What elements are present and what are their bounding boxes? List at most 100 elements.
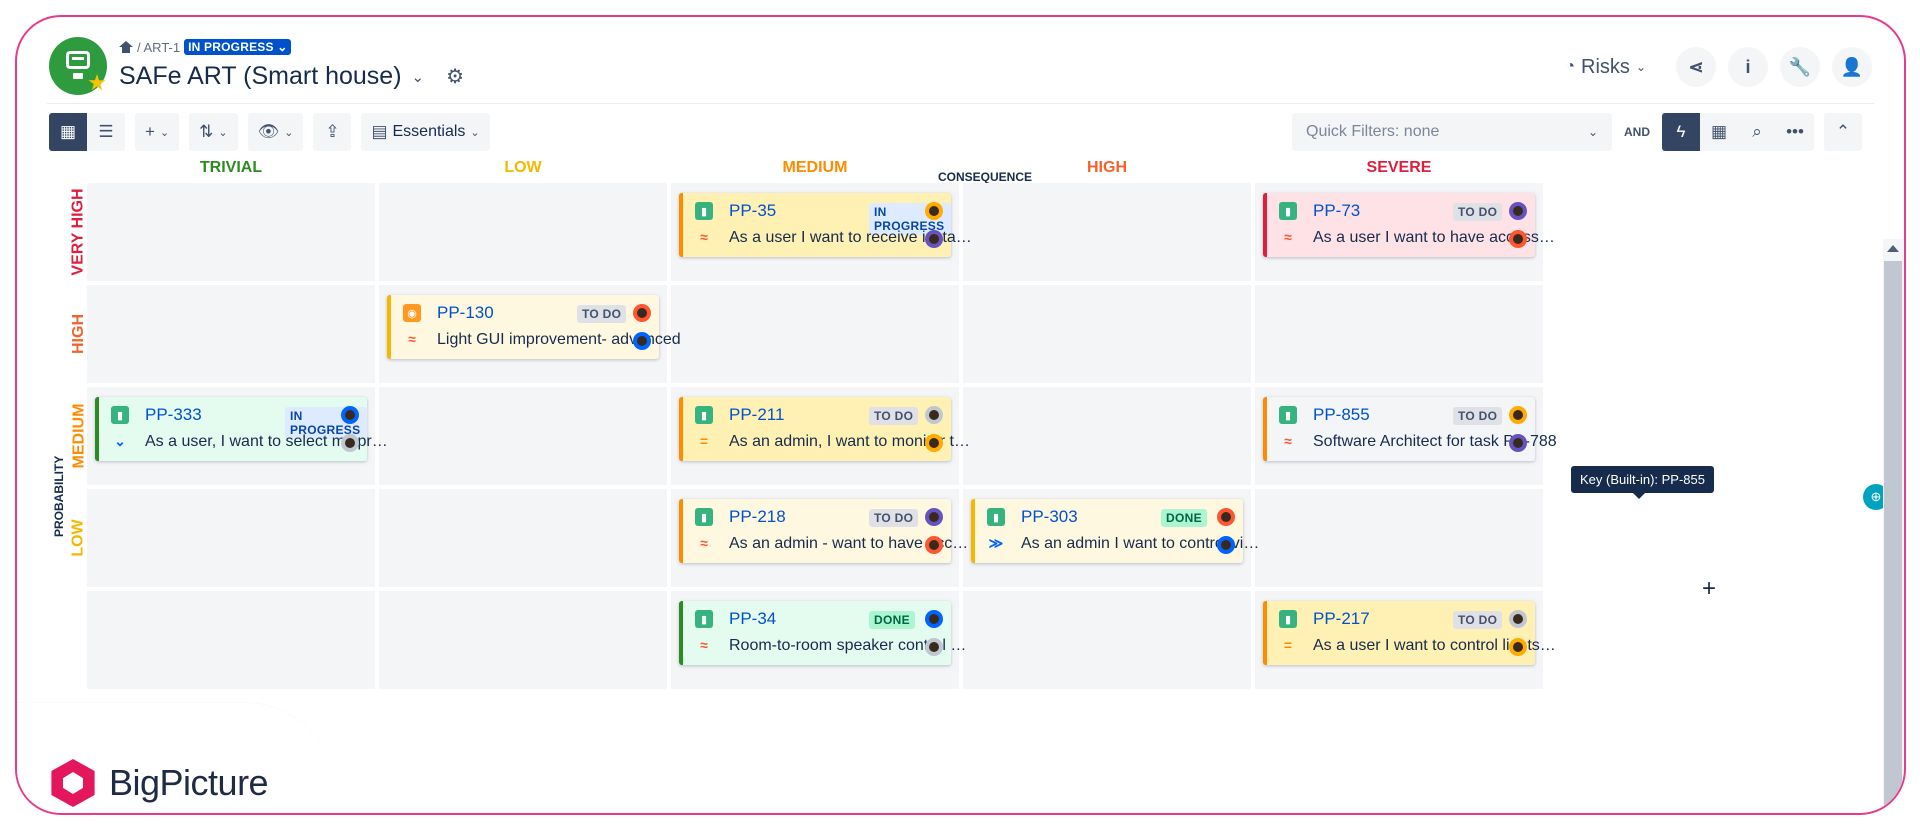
issue-key[interactable]: PP-333 bbox=[145, 405, 202, 424]
issue-key[interactable]: PP-303 bbox=[1021, 507, 1078, 526]
priority-high-icon: ≈ bbox=[408, 331, 416, 347]
avatar[interactable] bbox=[1509, 202, 1527, 220]
avatar[interactable] bbox=[1217, 536, 1235, 554]
issue-key[interactable]: PP-211 bbox=[729, 405, 785, 424]
matrix-cell[interactable] bbox=[379, 387, 667, 485]
matrix-cell[interactable] bbox=[963, 591, 1251, 689]
avatar[interactable] bbox=[925, 230, 943, 248]
issue-key[interactable]: PP-34 bbox=[729, 609, 777, 628]
issue-key[interactable]: PP-855 bbox=[1313, 405, 1370, 424]
avatar[interactable] bbox=[633, 332, 651, 350]
user-button[interactable]: 👤 bbox=[1832, 47, 1872, 87]
avatar[interactable] bbox=[1509, 406, 1527, 424]
matrix-cell[interactable] bbox=[1255, 489, 1543, 587]
avatar[interactable] bbox=[925, 610, 943, 628]
breadcrumb: / ART-1 IN PROGRESS ⌄ bbox=[119, 39, 292, 55]
story-icon: ▮ bbox=[695, 610, 713, 628]
info-button[interactable]: i bbox=[1728, 47, 1768, 87]
matrix-cell[interactable] bbox=[87, 285, 375, 383]
avatar[interactable] bbox=[1509, 638, 1527, 656]
issue-key[interactable]: PP-73 bbox=[1313, 201, 1361, 220]
avatar[interactable] bbox=[925, 406, 943, 424]
matrix-cell[interactable] bbox=[87, 489, 375, 587]
avatar[interactable] bbox=[341, 406, 359, 424]
matrix-cell[interactable] bbox=[671, 285, 959, 383]
avatar[interactable] bbox=[925, 508, 943, 526]
story-icon: ▮ bbox=[695, 202, 713, 220]
list-view-button[interactable]: ☰ bbox=[87, 113, 125, 151]
add-button[interactable]: +⌄ bbox=[135, 113, 180, 151]
avatar[interactable] bbox=[925, 536, 943, 554]
export-button[interactable]: ⇪ bbox=[313, 113, 352, 151]
more-button[interactable]: ••• bbox=[1776, 113, 1814, 151]
avatar[interactable] bbox=[925, 638, 943, 656]
collapse-button[interactable]: ⌃ bbox=[1824, 113, 1862, 151]
gear-icon[interactable]: ⚙ bbox=[446, 66, 465, 88]
matrix-cell[interactable] bbox=[963, 285, 1251, 383]
scroll-up-icon[interactable] bbox=[1887, 245, 1899, 252]
status-badge[interactable]: IN PROGRESS ⌄ bbox=[184, 39, 292, 55]
home-icon[interactable] bbox=[119, 41, 133, 53]
issue-key[interactable]: PP-130 bbox=[437, 303, 494, 322]
status-badge: TO DO bbox=[1453, 611, 1503, 629]
scroll-thumb[interactable] bbox=[1884, 261, 1902, 809]
vertical-scrollbar[interactable] bbox=[1883, 239, 1903, 813]
app-logo-icon: ★ bbox=[49, 37, 107, 95]
essentials-dropdown[interactable]: ▤ Essentials ⌄ bbox=[361, 113, 490, 151]
wrench-button[interactable]: 🔧 bbox=[1780, 47, 1820, 87]
priority-medium-icon: = bbox=[699, 433, 709, 449]
board-view-button[interactable]: ▦ bbox=[49, 113, 87, 151]
avatar[interactable] bbox=[633, 304, 651, 322]
avatar[interactable] bbox=[925, 434, 943, 452]
avatar[interactable] bbox=[1509, 610, 1527, 628]
matrix-cell[interactable] bbox=[379, 489, 667, 587]
visibility-button[interactable]: 👁⌄ bbox=[247, 113, 304, 151]
brand-name: BigPicture bbox=[109, 762, 269, 803]
chevron-down-icon: ⌄ bbox=[1635, 60, 1646, 74]
issue-key[interactable]: PP-217 bbox=[1313, 609, 1370, 628]
matrix-cell[interactable] bbox=[1255, 285, 1543, 383]
tooltip: Key (Built-in): PP-855 bbox=[1571, 466, 1714, 499]
add-card-icon[interactable]: + bbox=[1702, 575, 1717, 602]
share-button[interactable]: ⋖ bbox=[1676, 47, 1716, 87]
search-button[interactable]: ⌕ bbox=[1738, 113, 1776, 151]
matrix-cell[interactable] bbox=[87, 591, 375, 689]
lightning-button[interactable]: ϟ bbox=[1662, 113, 1700, 151]
matrix-cell[interactable] bbox=[963, 387, 1251, 485]
issue-key[interactable]: PP-218 bbox=[729, 507, 786, 526]
priority-high-icon: ≈ bbox=[1284, 433, 1292, 449]
chevron-down-icon[interactable]: ⌄ bbox=[411, 68, 425, 86]
priority-high-icon: ≈ bbox=[1284, 229, 1292, 245]
calendar-button[interactable]: ▦ bbox=[1700, 113, 1738, 151]
issue-key[interactable]: PP-35 bbox=[729, 201, 777, 220]
avatar[interactable] bbox=[341, 434, 359, 452]
priority-lowest-icon: ≫ bbox=[988, 535, 1004, 551]
view-selector[interactable]: ◔ Risks ⌄ bbox=[1565, 55, 1646, 78]
matrix-cell[interactable] bbox=[379, 183, 667, 281]
avatar[interactable] bbox=[1509, 434, 1527, 452]
avatar[interactable] bbox=[1509, 230, 1527, 248]
and-toggle[interactable]: AND bbox=[1624, 125, 1650, 139]
sort-button[interactable]: ⇅⌄ bbox=[189, 113, 238, 151]
page-title: SAFe ART (Smart house) ⌄ ⚙ bbox=[119, 62, 464, 91]
matrix-cell[interactable] bbox=[87, 183, 375, 281]
quick-filters-select[interactable]: Quick Filters: none ⌄ bbox=[1292, 113, 1612, 151]
avatar[interactable] bbox=[925, 202, 943, 220]
avatar[interactable] bbox=[1217, 508, 1235, 526]
improvement-icon: ◉ bbox=[403, 304, 421, 322]
breadcrumb-path[interactable]: / ART-1 bbox=[137, 39, 181, 55]
story-icon: ▮ bbox=[1279, 610, 1297, 628]
matrix-cell[interactable] bbox=[963, 183, 1251, 281]
status-badge: TO DO bbox=[1453, 407, 1503, 425]
matrix-cell[interactable] bbox=[379, 591, 667, 689]
